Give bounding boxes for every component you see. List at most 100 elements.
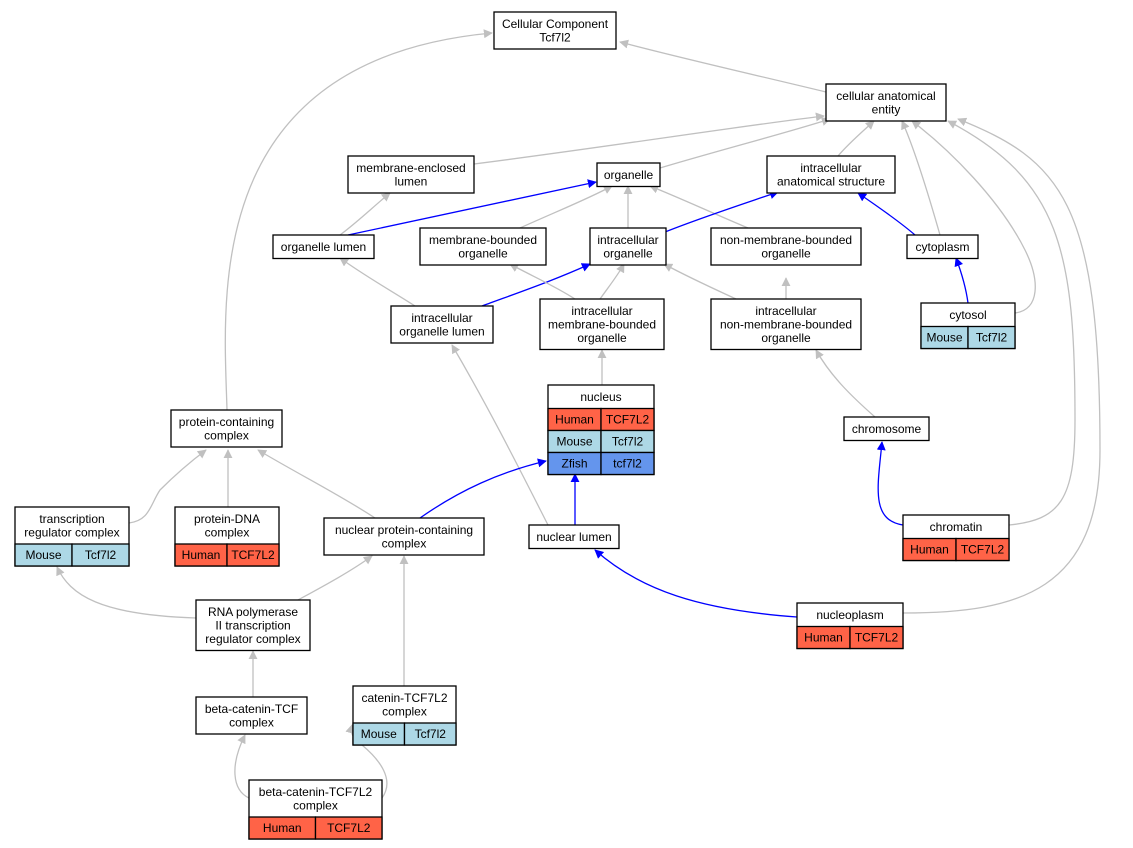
species-label: Human <box>910 543 949 557</box>
gene-label: TCF7L2 <box>606 413 650 427</box>
gene-cell <box>71 543 130 567</box>
gene-label: Tcf7l2 <box>85 548 117 562</box>
edge-olumen-to-organelle <box>347 179 597 236</box>
gene-label: TCF7L2 <box>231 548 275 562</box>
gene-cell <box>403 722 457 746</box>
node-label: regulator complex <box>205 632 300 646</box>
node-inmbo[interactable]: intracellularnon-membrane-boundedorganel… <box>710 298 862 351</box>
edge-pcc-to-root <box>224 29 493 411</box>
node-box <box>710 227 862 266</box>
node-label: cellular anatomical <box>836 89 935 103</box>
node-label: Cellular Component <box>502 17 609 31</box>
node-box <box>347 155 475 194</box>
edge-nlumen-to-iol <box>451 344 549 526</box>
node-box <box>825 83 947 122</box>
node-label: intracellular <box>411 311 472 325</box>
node-box <box>710 298 862 351</box>
species-label: Human <box>182 548 221 562</box>
node-box <box>589 227 667 266</box>
node-box <box>843 416 930 442</box>
species-row-human: Human TCF7L2 <box>902 537 1010 562</box>
node-label: RNA polymerase <box>208 605 298 619</box>
species-row-mouse: Mouse Tcf7l2 <box>14 543 130 567</box>
node-box <box>596 162 661 188</box>
node-nlumen[interactable]: nuclear lumen <box>528 524 620 550</box>
gene-cell <box>849 625 904 650</box>
node-box <box>906 234 979 260</box>
node-label: organelle <box>577 331 627 345</box>
node-label: organelle <box>761 246 811 260</box>
node-box <box>493 11 617 50</box>
node-label: complex <box>229 715 274 729</box>
node-box <box>272 234 375 260</box>
node-box <box>390 305 494 344</box>
species-label: Mouse <box>25 548 61 562</box>
node-label: intracellular <box>800 161 861 175</box>
edge-olumen-to-mel <box>339 192 391 236</box>
edge-nucleoplasm-to-nlumen <box>594 549 798 618</box>
node-label: chromatin <box>930 520 983 534</box>
node-label: organelle lumen <box>399 324 484 338</box>
node-organelle[interactable]: organelle <box>596 162 661 188</box>
gene-cell <box>955 537 1010 562</box>
gene-cell <box>314 816 383 840</box>
edge-rnap-to-npcc <box>297 555 373 601</box>
node-label: catenin-TCF7L2 <box>361 691 447 705</box>
node-label: chromosome <box>852 422 922 436</box>
node-olumen[interactable]: organelle lumen <box>272 234 375 260</box>
edge-chromatin-to-chromosome <box>876 441 904 526</box>
node-label: membrane-enclosed <box>356 161 465 175</box>
edge-imbo-to-mbo <box>509 263 576 300</box>
node-cytoplasm[interactable]: cytoplasm <box>906 234 979 260</box>
node-label: membrane-bounded <box>429 233 537 247</box>
gene-label: TCF7L2 <box>855 631 899 645</box>
node-label: Tcf7l2 <box>539 30 571 44</box>
node-label: organelle lumen <box>281 240 366 254</box>
node-label: non-membrane-bounded <box>720 233 852 247</box>
gene-cell <box>226 543 280 567</box>
node-label: intracellular <box>597 233 658 247</box>
node-label: nucleoplasm <box>816 608 883 622</box>
edge-inmbo-to-io <box>663 263 737 300</box>
node-label: beta-catenin-TCF7L2 <box>259 785 373 799</box>
gene-label: Tcf7l2 <box>415 727 447 741</box>
node-label: organelle <box>603 246 653 260</box>
node-box <box>195 599 311 652</box>
edge-cytoplasm-to-cae <box>901 120 941 236</box>
node-label: anatomical structure <box>777 174 885 188</box>
node-box <box>195 696 308 735</box>
node-label: membrane-bounded <box>548 317 656 331</box>
gene-label: Tcf7l2 <box>612 435 644 449</box>
node-label: lumen <box>395 174 428 188</box>
species-label: Zfish <box>561 457 587 471</box>
node-label: nuclear protein-containing <box>335 523 473 537</box>
node-box <box>323 517 485 556</box>
node-chromosome[interactable]: chromosome <box>843 416 930 442</box>
gene-label: TCF7L2 <box>961 543 1005 557</box>
